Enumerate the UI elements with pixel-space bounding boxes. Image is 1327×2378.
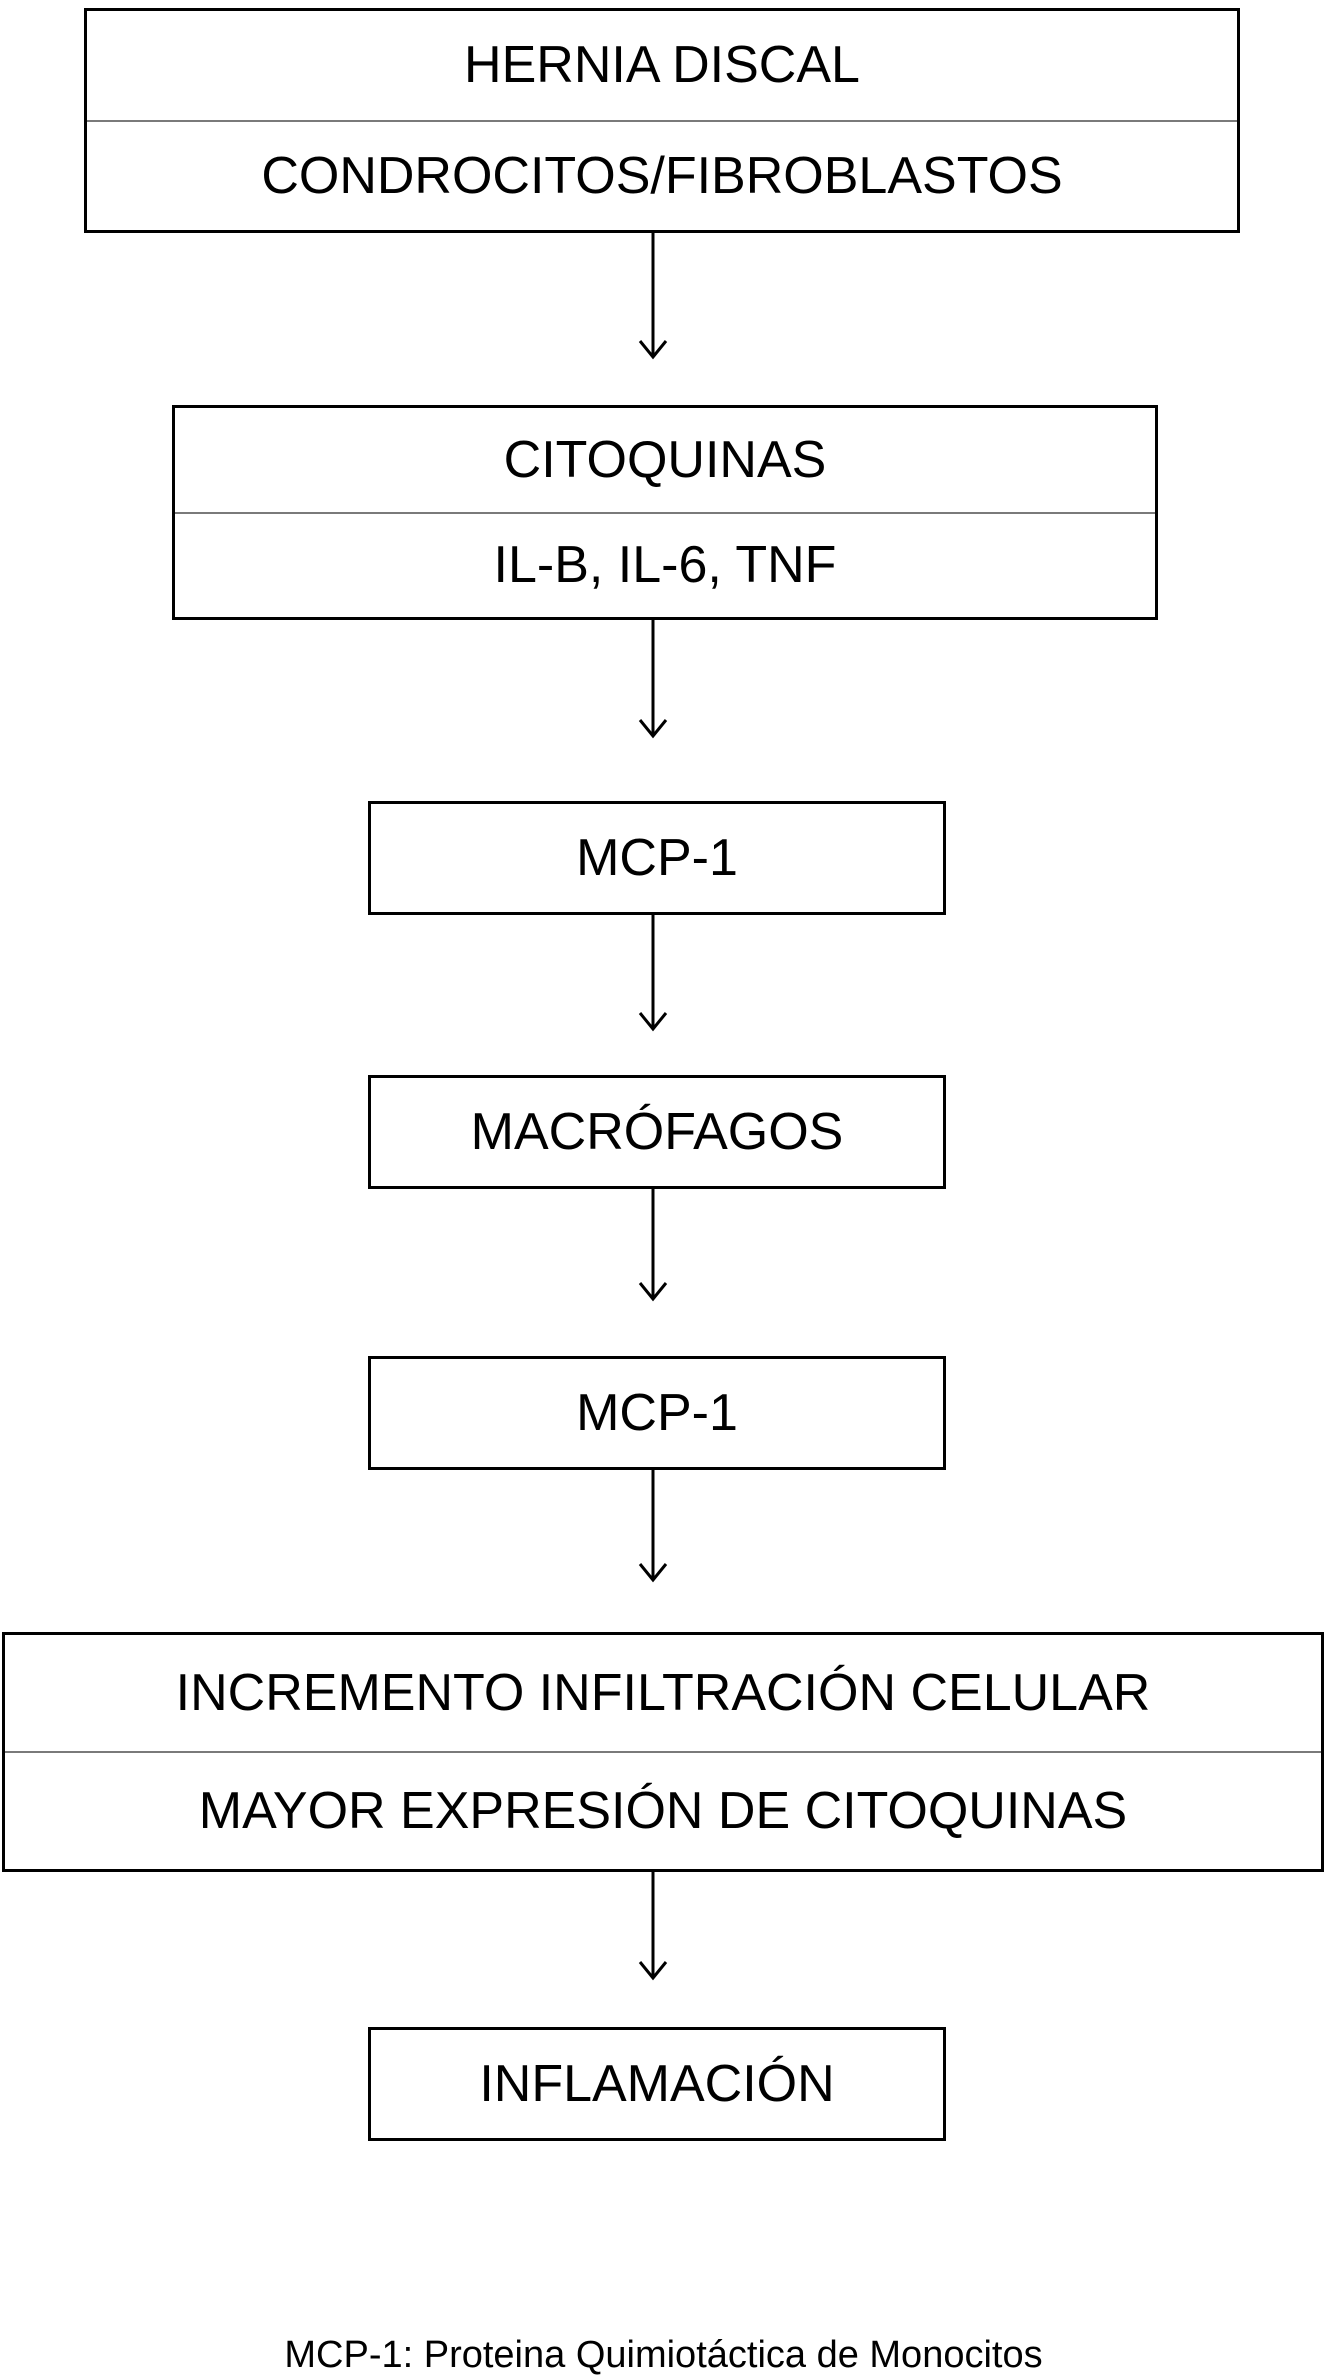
box-line: CITOQUINAS xyxy=(503,430,827,489)
arrow-down-icon xyxy=(638,620,668,739)
box-line: CONDROCITOS/FIBROBLASTOS xyxy=(87,119,1237,231)
arrow-down-icon xyxy=(638,1872,668,1981)
box-line: MACRÓFAGOS xyxy=(470,1103,844,1161)
box-line: MCP-1 xyxy=(576,1384,738,1442)
box-line: INFLAMACIÓN xyxy=(479,2055,835,2113)
box-mcp1-second: MCP-1 xyxy=(368,1356,946,1470)
box-incremento: INCREMENTO INFILTRACIÓN CELULAR MAYOR EX… xyxy=(2,1632,1324,1872)
box-inflamacion: INFLAMACIÓN xyxy=(368,2027,946,2141)
box-line: INCREMENTO INFILTRACIÓN CELULAR xyxy=(175,1664,1151,1722)
box-line: HERNIA DISCAL xyxy=(464,36,860,95)
box-line: MAYOR EXPRESIÓN DE CITOQUINAS xyxy=(5,1751,1321,1869)
footnote: MCP-1: Proteina Quimiotáctica de Monocit… xyxy=(284,2334,1043,2376)
box-line: IL-B, IL-6, TNF xyxy=(175,511,1155,618)
box-macrofagos: MACRÓFAGOS xyxy=(368,1075,946,1189)
box-line: MCP-1 xyxy=(576,829,738,887)
box-hernia-discal: HERNIA DISCAL CONDROCITOS/FIBROBLASTOS xyxy=(84,8,1240,233)
arrow-down-icon xyxy=(638,1189,668,1302)
arrow-down-icon xyxy=(638,1470,668,1583)
box-citoquinas: CITOQUINAS IL-B, IL-6, TNF xyxy=(172,405,1158,620)
arrow-down-icon xyxy=(638,233,668,360)
arrow-down-icon xyxy=(638,915,668,1032)
box-mcp1-first: MCP-1 xyxy=(368,801,946,915)
